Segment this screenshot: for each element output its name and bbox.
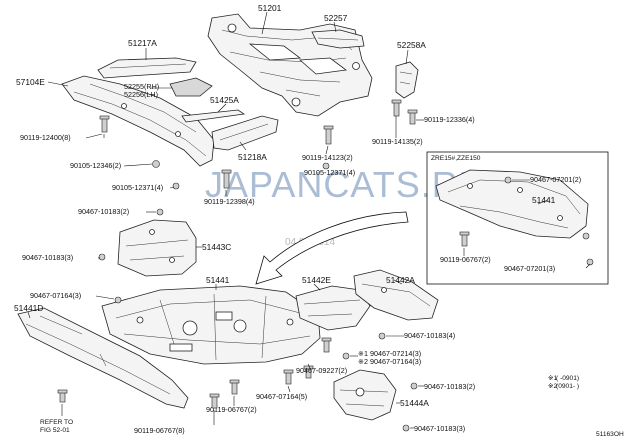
label-51218A: 51218A xyxy=(238,152,267,162)
label-51442A: 51442A xyxy=(386,275,415,285)
label-51217A: 51217A xyxy=(128,38,157,48)
brace-51218A xyxy=(211,115,279,151)
watermark: JAPANCATS.RU xyxy=(205,164,486,205)
label-90105-12346: 90105-12346(2) xyxy=(70,161,121,170)
label-90467-07164-5: 90467-07164(5) xyxy=(256,392,307,401)
spoiler-51441D xyxy=(17,307,189,409)
label-90105-12371-right: 90105-12371(4) xyxy=(304,168,355,177)
label-90119-06767-inset: 90119-06767(2) xyxy=(440,255,491,264)
label-90119-06767-2-lower: 90119-06767(2) xyxy=(206,405,257,414)
label-90467-07201-upper: 90467-07201(2) xyxy=(530,175,581,184)
label-90119-12400: 90119-12400(8) xyxy=(20,133,71,142)
figure-code: 51163OH xyxy=(596,431,624,438)
label-90105-12371-left: 90105-12371(4) xyxy=(112,183,163,192)
label-52257: 52257 xyxy=(324,13,348,23)
inset-title: ZRE15#,ZZE150 xyxy=(431,155,481,162)
refer-note-line2: FIG 52-01 xyxy=(40,427,70,434)
rail-57104E xyxy=(61,75,215,167)
stay-51425A xyxy=(181,109,246,123)
label-51444A: 51444A xyxy=(400,398,429,408)
label-51441: 51441 xyxy=(206,275,230,285)
label-90467-07164-3-left: 90467-07164(3) xyxy=(30,291,81,300)
label-90467-07214: ※1 90467-07214(3) xyxy=(358,349,421,358)
label-90467-07164-3-right: ※2 90467-07164(3) xyxy=(358,357,421,366)
bracket-52255-52256 xyxy=(169,77,213,97)
note-1-text: ( -0901) xyxy=(556,375,579,382)
label-52256: 52256(LH) xyxy=(124,90,158,99)
label-51442E: 51442E xyxy=(302,275,331,285)
label-51443C: 51443C xyxy=(202,242,231,252)
cover-51442E xyxy=(295,285,371,331)
label-51441-inset: 51441 xyxy=(532,195,556,205)
shield-51444A xyxy=(333,369,397,421)
label-90467-09227: 90467-09227(2) xyxy=(296,366,347,375)
label-90467-10183-2: 90467-10183(2) xyxy=(78,207,129,216)
label-52258A: 52258A xyxy=(397,40,426,50)
label-57104E: 57104E xyxy=(16,77,45,87)
note-2-text: (0901- ) xyxy=(556,383,579,390)
label-90467-10183-3-left: 90467-10183(3) xyxy=(22,253,73,262)
label-90119-06767-8: 90119-06767(8) xyxy=(134,426,185,435)
note-1-mark: ※1 xyxy=(548,375,558,382)
label-90467-10183-4: 90467-10183(4) xyxy=(404,331,455,340)
label-52255: 52255(RH) xyxy=(124,82,159,91)
label-51425A: 51425A xyxy=(210,95,239,105)
brace-51217A xyxy=(97,57,197,79)
direction-arrow xyxy=(255,211,409,285)
brace-52258A xyxy=(395,61,419,99)
label-90119-12336: 90119-12336(4) xyxy=(424,115,475,124)
label-51201: 51201 xyxy=(258,3,282,13)
inset-panel: ZRE15#,ZZE150 xyxy=(426,151,609,285)
cover-51442A xyxy=(353,269,439,321)
label-90119-14135: 90119-14135(2) xyxy=(372,137,423,146)
refer-note-line1: REFER TO xyxy=(40,419,73,426)
label-90119-14123: 90119-14123(2) xyxy=(302,153,353,162)
label-90467-10183-3-lower: 90467-10183(3) xyxy=(414,424,465,433)
label-90467-10183-2-lower: 90467-10183(2) xyxy=(424,382,475,391)
label-51441D: 51441D xyxy=(14,303,43,313)
engine-under-cover-51441 xyxy=(101,285,321,365)
cover-51443C xyxy=(117,219,197,277)
label-90119-12398: 90119-12398(4) xyxy=(204,197,255,206)
bracket-52257 xyxy=(311,29,365,49)
note-2-mark: ※2 xyxy=(548,383,558,390)
label-90467-07201-lower: 90467-07201(3) xyxy=(504,264,555,273)
